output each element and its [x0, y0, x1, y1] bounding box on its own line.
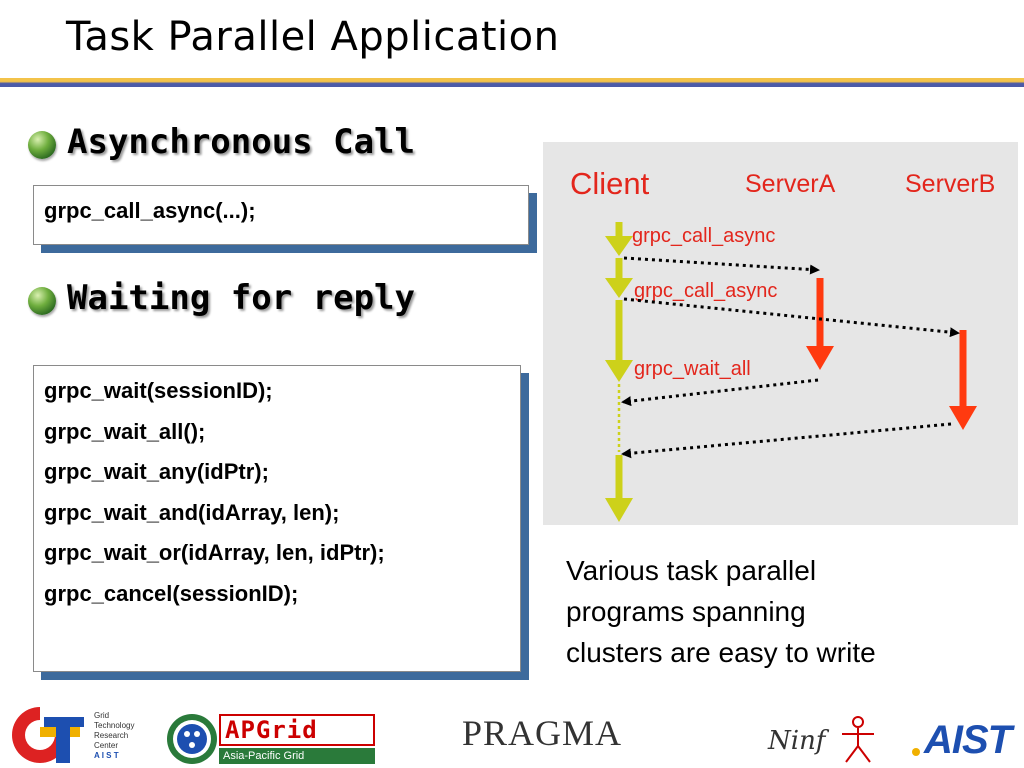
code-line: grpc_wait_all();: [44, 418, 206, 444]
gtrc-text: Center: [94, 741, 119, 750]
caption: Various task parallel programs spanning …: [566, 550, 966, 673]
heading-waiting-for-reply: Waiting for reply: [67, 278, 415, 318]
label-wait-all: grpc_wait_all: [634, 358, 751, 380]
title-rule: [0, 78, 1024, 87]
apgrid-logo: APGrid Asia-Pacific Grid: [165, 712, 377, 766]
caption-line: programs spanning: [566, 596, 806, 627]
pragma-logo: PRAGMA: [462, 712, 622, 754]
aist-wordmark: AIST: [924, 718, 1012, 762]
apgrid-globe-icon: [167, 714, 217, 764]
gtrc-mark-icon: [12, 707, 84, 763]
code-line: grpc_wait_and(idArray, len);: [44, 499, 340, 525]
code-line: grpc_wait(sessionID);: [44, 378, 273, 403]
ninf-figure-icon: [842, 716, 874, 763]
bullet-icon: [28, 287, 56, 315]
slide-title: Task Parallel Application: [66, 14, 560, 60]
code-line: grpc_wait_or(idArray, len, idPtr);: [44, 540, 385, 565]
pragma-wordmark: PRAGMA: [462, 713, 623, 753]
apgrid-subtitle: Asia-Pacific Grid: [219, 748, 375, 764]
gtrc-text: Research: [94, 731, 129, 740]
gtrc-text: Grid: [94, 711, 110, 720]
label-call-async-a: grpc_call_async: [632, 225, 776, 247]
code-line: grpc_wait_any(idPtr);: [44, 459, 269, 484]
aist-dot-icon: [912, 748, 920, 756]
actor-server-b: ServerB: [905, 170, 996, 198]
code-line: grpc_cancel(sessionID);: [44, 580, 299, 606]
code-box-async: grpc_call_async(...);: [33, 185, 529, 245]
gtrc-logo: Grid Technology Research Center A I S T: [4, 705, 154, 765]
ninf-wordmark: Ninf: [768, 726, 826, 756]
caption-line: clusters are easy to write: [566, 637, 876, 668]
gtrc-text: A I S T: [94, 751, 119, 760]
code-line: grpc_call_async(...);: [44, 198, 256, 223]
apgrid-wordmark: APGrid: [225, 716, 318, 744]
actor-server-a: ServerA: [745, 170, 836, 198]
actor-client: Client: [570, 166, 650, 201]
caption-line: Various task parallel: [566, 555, 817, 586]
bullet-icon: [28, 131, 56, 159]
gtrc-text: Technology: [94, 721, 135, 730]
heading-asynchronous-call: Asynchronous Call: [67, 122, 415, 162]
code-box-wait: grpc_wait(sessionID); grpc_wait_all(); g…: [33, 365, 521, 672]
ninf-logo: Ninf: [768, 712, 888, 764]
label-call-async-b: grpc_call_async: [634, 280, 778, 302]
aist-logo: AIST: [912, 718, 1024, 766]
